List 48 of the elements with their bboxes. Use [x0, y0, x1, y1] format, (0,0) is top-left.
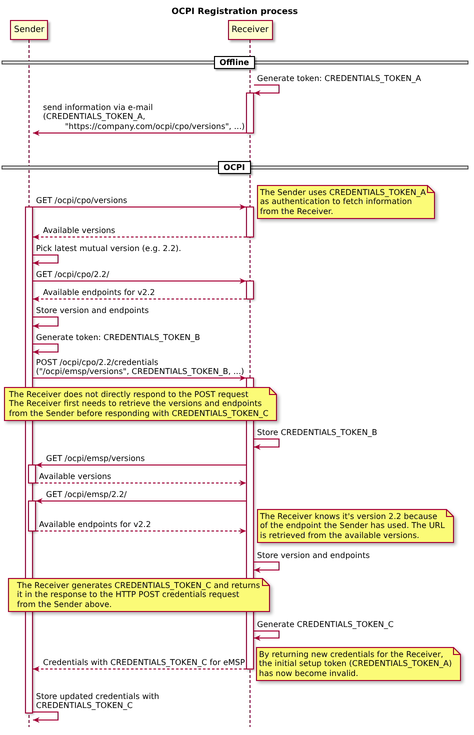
self-message-arrow	[32, 254, 58, 266]
self-message-arrow	[254, 438, 280, 450]
message-label: Available endpoints for v2.2	[39, 520, 151, 529]
message-label: Store version and endpoints	[36, 306, 149, 315]
message-label: GET /ocpi/cpo/versions	[36, 196, 128, 205]
message-label: Generate token: CREDENTIALS_TOKEN_A	[257, 74, 422, 83]
message-arrow	[32, 375, 246, 381]
message-label: Credentials with CREDENTIALS_TOKEN_C for eMSP	[43, 658, 245, 667]
message-label: GET /ocpi/emsp/versions	[46, 454, 145, 463]
message-label: Available versions	[43, 226, 116, 235]
message-arrow	[32, 296, 246, 302]
message-label: GET /ocpi/emsp/2.2/	[46, 490, 127, 499]
self-message-arrow	[254, 84, 280, 96]
message-label: Generate CREDENTIALS_TOKEN_C	[257, 620, 394, 629]
message-arrow	[36, 462, 246, 468]
message-label: Store updated credentials with CREDENTIALS_TOKEN_C	[36, 692, 160, 710]
message-arrow	[36, 498, 246, 504]
message-label: send information via e-mail (CREDENTIALS_TOKEN_A, "https://company.com/ocpi/cpo/versions", ...)	[43, 102, 245, 131]
self-message-arrow	[254, 630, 280, 641]
divider-label: OCPI	[218, 161, 252, 174]
self-message-arrow	[254, 562, 280, 573]
participant-box: Sender	[10, 20, 48, 40]
message-label: Store CREDENTIALS_TOKEN_B	[257, 428, 378, 437]
diagram-title: OCPI Registration process	[172, 6, 298, 16]
message-label: Store version and endpoints	[257, 550, 370, 560]
message-label: Pick latest mutual version (e.g. 2.2).	[36, 244, 182, 253]
message-label: POST /ocpi/cpo/2.2/credentials ("/ocpi/emsp/versions", CREDENTIALS_TOKEN_B, ...)	[36, 358, 244, 376]
message-arrow	[32, 278, 246, 284]
message-arrow	[32, 666, 246, 672]
message-arrow	[36, 480, 246, 486]
note: The Sender uses CREDENTIALS_TOKEN_A as authentication to fetch information from the Receiver.	[257, 185, 435, 219]
note: By returning new credentials for the Receiver, the initial setup token (CREDENTIALS_TOKEN_A) has now become invalid.	[256, 647, 461, 681]
note: The Receiver generates CREDENTIALS_TOKEN_C and returns it in the response to the HTTP POST credentials request from the Sender above.	[8, 578, 270, 612]
participant-box: Receiver	[228, 20, 273, 40]
message-arrow	[32, 130, 246, 136]
self-message-arrow	[32, 316, 58, 329]
message-label: Generate token: CREDENTIALS_TOKEN_B	[36, 332, 200, 342]
message-arrow	[32, 204, 246, 210]
note: The Receiver does not directly respond to the POST request The Receiver first needs to retrieve the versions and endpoints from the Sender before responding with CREDENTIALS_TOKEN_C	[4, 387, 278, 421]
message-label: Available endpoints for v2.2	[43, 288, 155, 297]
self-message-arrow	[32, 712, 58, 723]
message-label: Available versions	[39, 472, 112, 481]
self-message-arrow	[32, 344, 58, 355]
divider-label: Offline	[214, 56, 256, 69]
message-label: GET /ocpi/cpo/2.2/	[36, 270, 110, 279]
message-arrow	[36, 528, 246, 534]
message-arrow	[32, 234, 246, 240]
note: The Receiver knows it's version 2.2 because of the endpoint the Sender has used. The URL is retrieved from the available versions.	[257, 509, 454, 543]
